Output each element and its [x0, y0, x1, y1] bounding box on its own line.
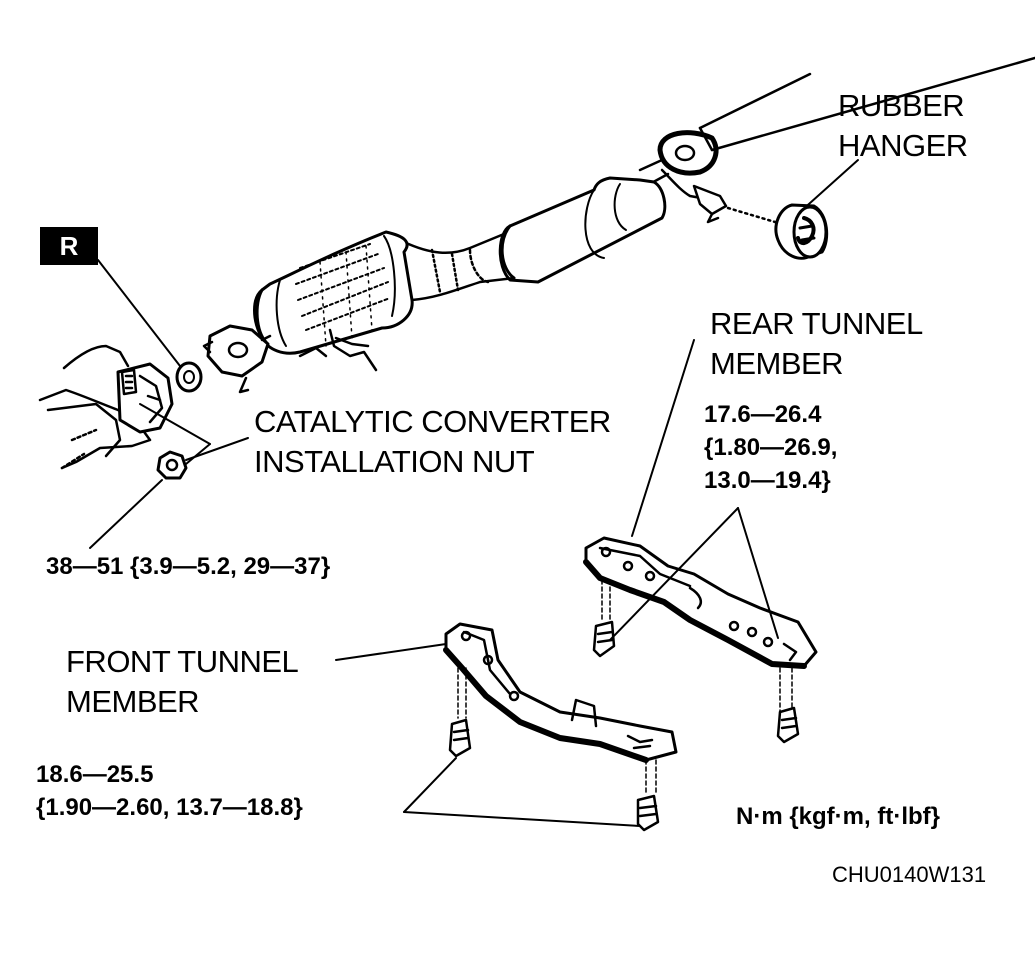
- rear-member-bolts: [592, 579, 800, 744]
- front-torque-line-1: 18.6—25.5: [36, 761, 154, 788]
- units-label: N·m {kgf·m, ft·lbf}: [736, 803, 940, 830]
- connecting-pipe: [402, 232, 516, 302]
- converter-front-flange: [202, 324, 272, 394]
- catalytic-converter: [253, 230, 414, 355]
- front-torque-line-2: {1.90—2.60, 13.7—18.8}: [36, 794, 303, 821]
- rubber-hanger-leader: [799, 159, 859, 213]
- front-member-leaders: [335, 643, 641, 827]
- front-torque-label: 18.6—25.5 {1.90—2.60, 13.7—18.8}: [36, 758, 303, 824]
- rear-tunnel-member-label: REAR TUNNEL MEMBER: [710, 304, 923, 384]
- pipe-flange: [638, 130, 719, 188]
- rear-torque-label: 17.6—26.4 {1.80—26.9, 13.0—19.4}: [704, 398, 837, 497]
- gasket-leader: [97, 259, 181, 367]
- front-tunnel-member-line-1: FRONT TUNNEL: [66, 644, 299, 679]
- rubber-hanger-line-1: RUBBER: [838, 88, 965, 123]
- converter-bracket: [298, 328, 378, 372]
- rubber-hanger-line-2: HANGER: [838, 128, 968, 163]
- pre-silencer: [498, 176, 667, 284]
- rear-tunnel-member-line-2: MEMBER: [710, 346, 844, 381]
- catalytic-nut-line-2: INSTALLATION NUT: [254, 444, 535, 479]
- catalytic-nut-label: CATALYTIC CONVERTER INSTALLATION NUT: [254, 402, 611, 482]
- rear-member-leaders: [609, 339, 779, 641]
- catalytic-nut-line-1: CATALYTIC CONVERTER: [254, 404, 611, 439]
- rear-tunnel-member: [583, 536, 818, 669]
- gasket: [175, 361, 203, 393]
- rear-torque-line-1: 17.6—26.4: [704, 401, 822, 428]
- rubber-hanger-label: RUBBER HANGER: [838, 86, 968, 166]
- rubber-hanger: [774, 203, 829, 260]
- front-member-bolts: [448, 667, 660, 832]
- figure-code: CHU0140W131: [832, 862, 987, 887]
- rear-tunnel-member-line-1: REAR TUNNEL: [710, 306, 923, 341]
- oxygen-sensor: [62, 344, 138, 396]
- nut-leaders: [89, 403, 249, 549]
- front-tunnel-member-label: FRONT TUNNEL MEMBER: [66, 642, 299, 722]
- front-tunnel-member: [443, 622, 678, 763]
- nut-torque-label: 38—51 {3.9—5.2, 29—37}: [46, 553, 331, 580]
- rear-torque-line-2: {1.80—26.9,: [704, 434, 838, 461]
- replace-badge: R: [40, 227, 98, 265]
- exhaust-pipe: [698, 56, 1035, 152]
- pipe-clamp: [660, 168, 777, 224]
- rear-torque-line-3: 13.0—19.4}: [704, 467, 831, 494]
- installation-nut: [156, 450, 188, 480]
- exhaust-manifold: [38, 362, 174, 470]
- front-tunnel-member-line-2: MEMBER: [66, 684, 200, 719]
